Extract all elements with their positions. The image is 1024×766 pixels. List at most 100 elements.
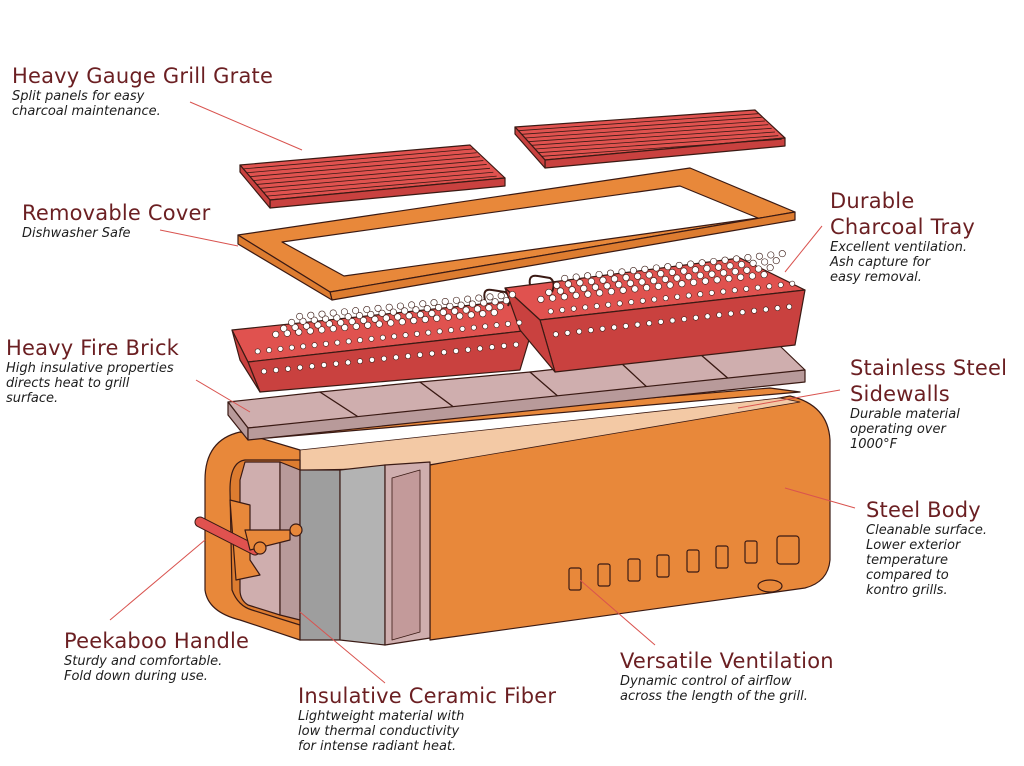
tray-vent-hole	[477, 345, 483, 352]
tray-vent-hole	[405, 353, 411, 359]
grate-bar	[534, 131, 776, 150]
tray-vent-hole	[732, 255, 740, 263]
tray-vent-hole	[593, 303, 600, 309]
tray-vent-hole	[516, 319, 523, 326]
tray-vent-hole	[652, 264, 660, 272]
tray-vent-hole	[737, 273, 745, 281]
tray-vent-hole	[452, 296, 460, 304]
tray-vent-hole	[382, 314, 390, 322]
tray-vent-hole	[464, 295, 472, 303]
tray-vent-hole	[662, 295, 669, 302]
tray-vent-hole	[444, 313, 452, 321]
grate-bar	[521, 116, 762, 135]
grate-bar	[528, 124, 769, 143]
tray-vent-hole	[430, 299, 438, 307]
tray-vent-hole	[721, 256, 729, 264]
tray-vent-hole	[639, 297, 646, 304]
callout-title: Steel Body	[866, 498, 981, 522]
tray-vent-hole	[364, 321, 372, 329]
tray-vent-hole	[564, 280, 572, 288]
tray-vent-hole	[582, 304, 589, 311]
tray-vent-hole	[685, 273, 693, 281]
tray-vent-hole	[645, 271, 653, 279]
tray-vent-hole	[692, 314, 699, 321]
tray-vent-hole	[367, 310, 375, 318]
tray-vent-hole	[646, 320, 653, 327]
tray-vent-hole	[414, 330, 420, 337]
tray-vent-hole	[322, 315, 330, 323]
tray-vent-hole	[283, 329, 291, 337]
tray-vent-hole	[607, 269, 615, 277]
tray-vent-hole	[611, 275, 619, 283]
tray-vent-hole	[731, 268, 739, 276]
callout-title: Versatile Ventilation	[620, 649, 834, 673]
tray-vent-hole	[547, 308, 554, 315]
tray-vent-hole	[368, 335, 375, 342]
callout-subtitle: High insulative properties directs heat …	[6, 361, 174, 406]
tray-vent-hole	[318, 326, 326, 334]
tray-vent-hole	[396, 302, 404, 310]
tray-vent-hole	[669, 317, 676, 324]
tray-vent-hole	[410, 317, 418, 325]
tray-vent-hole	[470, 324, 477, 331]
callout-title: Removable Cover	[22, 201, 211, 225]
tray-vent-hole	[774, 305, 781, 311]
tray-vent-hole	[357, 337, 363, 344]
tray-vent-hole	[318, 310, 326, 318]
tray-vent-hole	[726, 262, 734, 270]
tray-vent-hole	[486, 293, 494, 301]
tray-vent-hole	[465, 346, 471, 353]
tray-vent-hole	[277, 345, 284, 352]
tray-vent-hole	[467, 311, 475, 319]
tray-vent-hole	[456, 312, 464, 320]
tray-vent-hole	[708, 270, 716, 278]
tray-vent-hole	[584, 272, 592, 280]
tray-vent-hole	[713, 276, 721, 284]
callout-title: Heavy Gauge Grill Grate	[12, 64, 274, 88]
tray-vent-hole	[497, 292, 505, 300]
tray-vent-hole	[337, 319, 345, 327]
tray-vent-hole	[731, 287, 738, 294]
tray-vent-hole	[482, 323, 489, 330]
leader-grill-grate	[189, 101, 303, 151]
tray-vent-hole	[591, 283, 599, 291]
tray-vent-hole	[393, 354, 399, 361]
tray-vent-hole	[553, 281, 561, 289]
tray-vent-hole	[493, 322, 500, 329]
tray-vent-hole	[385, 303, 393, 311]
tray-vent-hole	[595, 270, 603, 278]
tray-vent-hole	[309, 363, 315, 370]
grate-bar	[249, 156, 481, 178]
tray-vent-hole	[668, 268, 676, 276]
callout-title: Peekaboo Handle	[64, 629, 250, 653]
grate-bar	[518, 113, 759, 132]
tray-vent-hole	[428, 309, 436, 317]
tray-vent-hole	[375, 320, 383, 328]
tray-vent-hole	[341, 324, 349, 332]
grill-grate-left	[239, 144, 506, 209]
grate-bar	[246, 152, 477, 174]
tray-vent-hole	[720, 288, 727, 295]
tray-vent-hole	[273, 367, 279, 373]
tray-vent-hole	[441, 349, 447, 356]
tray-vent-hole	[549, 294, 557, 302]
tray-vent-hole	[570, 305, 577, 312]
tray-vent-hole	[446, 302, 454, 310]
grate-bar	[259, 167, 491, 189]
callout-subtitle: Split panels for easy charcoal maintenan…	[12, 89, 161, 119]
tray-vent-hole	[490, 309, 498, 317]
tray-vent-hole	[744, 254, 752, 262]
tray-vent-hole	[302, 322, 310, 330]
tray-vent-hole	[657, 318, 664, 325]
tray-vent-hole	[374, 304, 382, 312]
tray-vent-hole	[584, 290, 592, 298]
tray-vent-hole	[459, 325, 466, 332]
tray-vent-hole	[310, 316, 318, 324]
leader-fire-brick	[195, 379, 251, 413]
tray-vent-hole	[344, 313, 352, 321]
tray-vent-hole	[626, 279, 634, 287]
tray-vent-hole	[363, 306, 371, 314]
leader-lines	[109, 101, 856, 684]
tray-vent-hole	[698, 259, 706, 267]
